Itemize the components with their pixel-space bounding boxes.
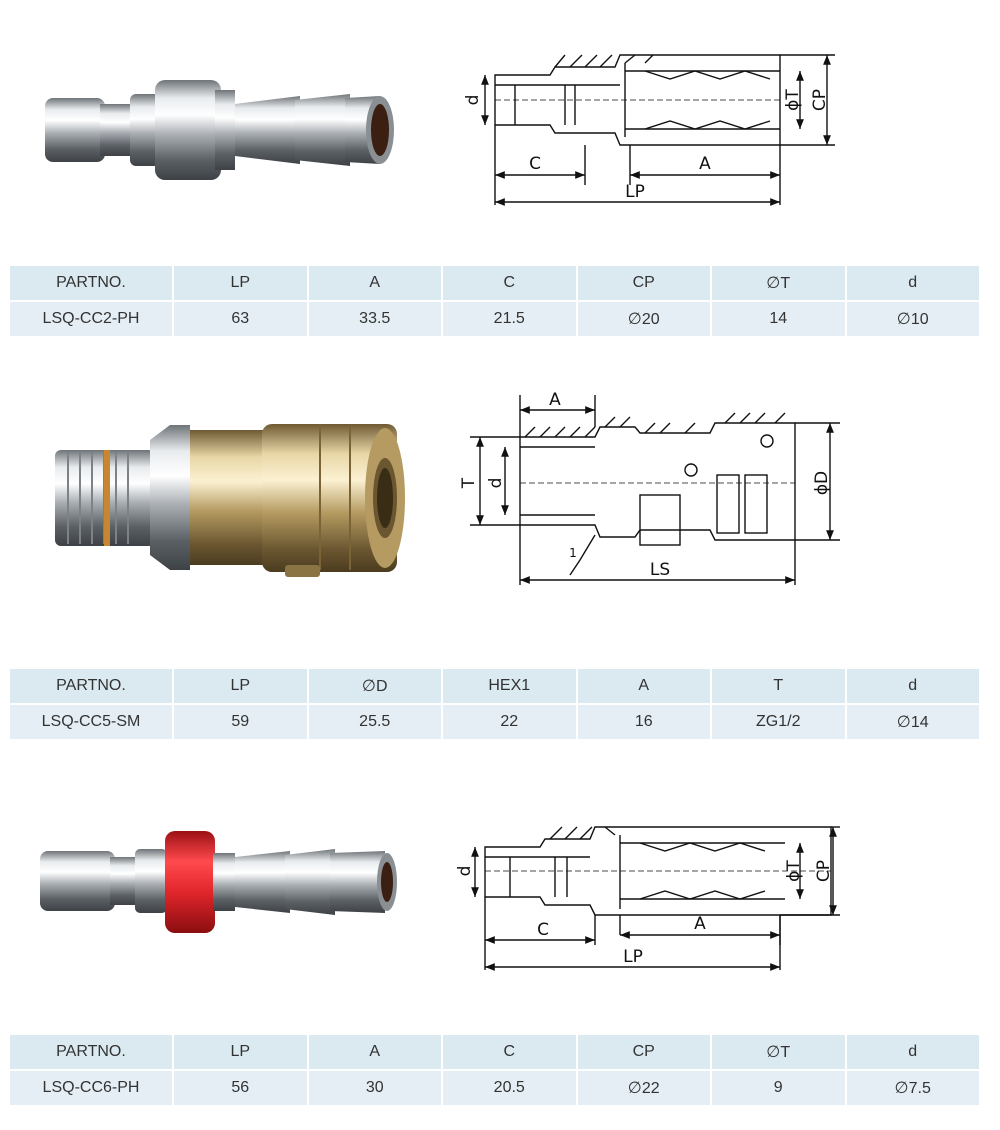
table-header-cell: ∅D (308, 669, 441, 703)
dim-label-a: A (699, 154, 711, 174)
table-cell: 25.5 (308, 705, 441, 739)
table-cell: 16 (577, 705, 710, 739)
table-header-cell: HEX1 (443, 669, 576, 703)
dim-label-a: A (549, 390, 561, 410)
table-header-cell: C (443, 1035, 576, 1069)
dim-label-ls: LS (650, 560, 670, 580)
table-header-cell: CP (577, 1035, 710, 1069)
table-row: LSQ-CC6-PH 56 30 20.5 ∅22 9 ∅7.5 (10, 1071, 979, 1105)
dim-label-t: ϕT (783, 89, 803, 111)
dim-label-d: d (486, 478, 506, 489)
table-header-row: PARTNO. LP A C CP ∅T d (10, 266, 979, 300)
table-cell: 56 (174, 1071, 307, 1105)
table-cell: LSQ-CC5-SM (10, 705, 172, 739)
table-header-cell: PARTNO. (10, 669, 172, 703)
spec-table-1: PARTNO. LP A C CP ∅T d LSQ-CC2-PH 63 33.… (8, 264, 981, 338)
dim-label-a: A (694, 914, 706, 934)
dim-label-c: C (537, 920, 549, 940)
table-header-cell: A (577, 669, 710, 703)
dim-label-t: T (459, 477, 479, 489)
table-cell: 59 (174, 705, 307, 739)
product-section-3: C A LP d ϕT CP PARTNO. LP A C CP ∅T d LS… (0, 745, 1000, 1130)
table-header-cell: PARTNO. (10, 1035, 172, 1069)
table-header-cell: LP (174, 266, 307, 300)
dim-label-lp: LP (623, 947, 643, 967)
product-photo-3 (40, 831, 397, 933)
technical-drawing-3: C A LP d ϕT CP (455, 826, 840, 971)
table-header-row: PARTNO. LP ∅D HEX1 A T d (10, 669, 979, 703)
table-cell: ∅22 (577, 1071, 710, 1105)
table-cell: 9 (712, 1071, 845, 1105)
product-photo-2 (55, 424, 405, 577)
table-header-cell: d (846, 1035, 979, 1069)
table-header-row: PARTNO. LP A C CP ∅T d (10, 1035, 979, 1069)
table-row: LSQ-CC5-SM 59 25.5 22 16 ZG1/2 ∅14 (10, 705, 979, 739)
table-header-cell: A (308, 1035, 441, 1069)
table-header-cell: CP (577, 266, 710, 300)
table-cell: 22 (443, 705, 576, 739)
table-header-cell: LP (174, 1035, 307, 1069)
technical-drawing-2: A LS T d ϕD 1 (459, 390, 840, 585)
dim-label-d: d (455, 866, 475, 877)
table-cell: 33.5 (308, 302, 441, 336)
table-header-cell: LP (174, 669, 307, 703)
dim-label-one: 1 (569, 546, 577, 560)
table-row: LSQ-CC2-PH 63 33.5 21.5 ∅20 14 ∅10 (10, 302, 979, 336)
spec-table-2: PARTNO. LP ∅D HEX1 A T d LSQ-CC5-SM 59 2… (8, 667, 981, 741)
table-header-cell: d (846, 669, 979, 703)
dim-label-cp: CP (814, 860, 834, 882)
table-cell: LSQ-CC2-PH (10, 302, 172, 336)
table-cell: ∅10 (846, 302, 979, 336)
dim-label-lp: LP (625, 182, 645, 202)
table-cell: 21.5 (443, 302, 576, 336)
dim-label-od: ϕD (812, 471, 832, 495)
table-cell: 20.5 (443, 1071, 576, 1105)
table-cell: ∅7.5 (846, 1071, 979, 1105)
table-cell: ∅14 (846, 705, 979, 739)
product-photo-1 (45, 80, 394, 180)
table-header-cell: A (308, 266, 441, 300)
table-header-cell: ∅T (712, 1035, 845, 1069)
dim-label-cp: CP (810, 89, 830, 111)
table-header-cell: PARTNO. (10, 266, 172, 300)
technical-drawing-1: C A LP d ϕT CP (463, 54, 835, 206)
product-section-1: C A LP d ϕT CP PARTNO. LP A C CP ∅T d LS… (0, 0, 1000, 345)
table-header-cell: C (443, 266, 576, 300)
product-section-2: A LS T d ϕD 1 PARTNO. LP ∅D HEX1 A T d L… (0, 345, 1000, 745)
table-cell: 30 (308, 1071, 441, 1105)
dim-label-d: d (463, 95, 483, 106)
table-header-cell: ∅T (712, 266, 845, 300)
table-cell: ∅20 (577, 302, 710, 336)
table-cell: LSQ-CC6-PH (10, 1071, 172, 1105)
table-cell: 63 (174, 302, 307, 336)
table-cell: 14 (712, 302, 845, 336)
dim-label-c: C (529, 154, 541, 174)
table-header-cell: T (712, 669, 845, 703)
spec-table-3: PARTNO. LP A C CP ∅T d LSQ-CC6-PH 56 30 … (8, 1033, 981, 1107)
table-cell: ZG1/2 (712, 705, 845, 739)
table-header-cell: d (846, 266, 979, 300)
dim-label-t: ϕT (784, 860, 804, 882)
